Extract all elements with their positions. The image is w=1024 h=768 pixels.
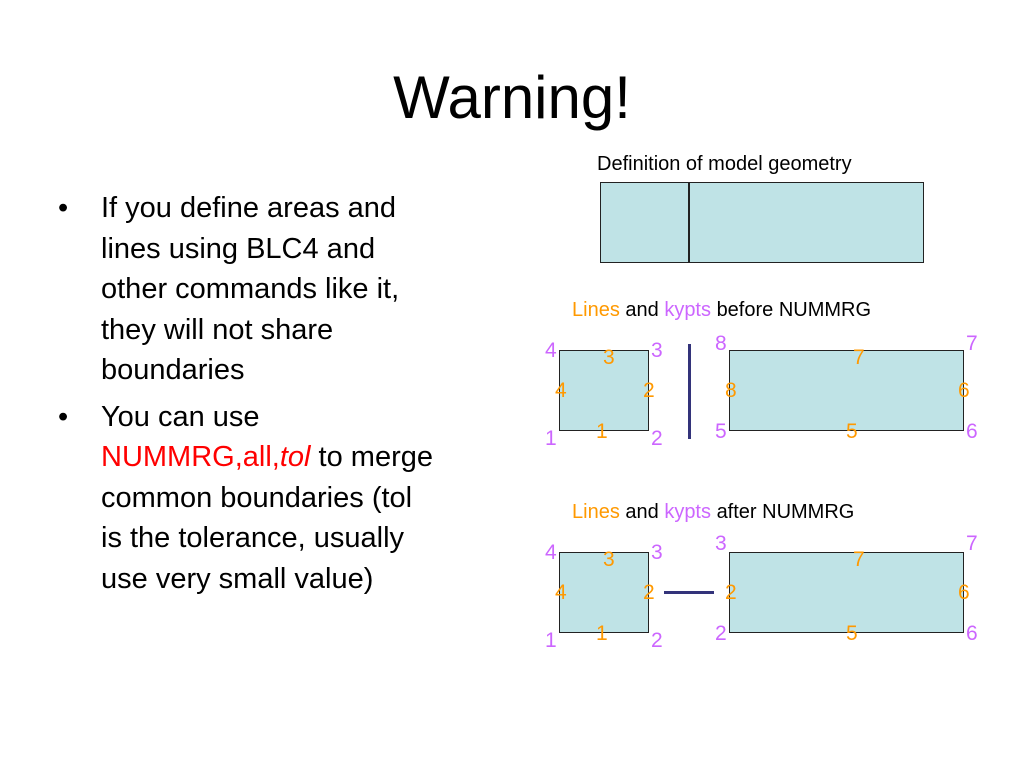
kypts-word: kypts [664, 299, 711, 321]
before-right-area [729, 350, 964, 431]
keypoint-label: 8 [715, 332, 727, 355]
kypts-word: kypts [664, 501, 711, 523]
nummrg-command: NUMMRG,all, [101, 441, 280, 473]
line-label: 1 [596, 420, 608, 443]
keypoint-label: 3 [651, 339, 663, 362]
line-label: 2 [643, 581, 655, 604]
bullet-item: If you define areas and lines using BLC4… [58, 188, 438, 391]
keypoint-label: 3 [715, 532, 727, 555]
line-label: 2 [643, 379, 655, 402]
line-label: 7 [853, 346, 865, 369]
before-gap-separator [688, 344, 691, 439]
keypoint-label: 2 [651, 427, 663, 450]
keypoint-label: 3 [651, 541, 663, 564]
bullet-list: If you define areas and lines using BLC4… [58, 188, 438, 605]
bullet-text: If you define areas and lines using BLC4… [101, 192, 400, 386]
keypoint-label: 1 [545, 427, 557, 450]
bullet-text-pre: You can use [101, 400, 260, 433]
keypoint-label: 2 [715, 622, 727, 645]
geometry-caption: Definition of model geometry [597, 153, 852, 175]
line-label: 6 [958, 581, 970, 604]
before-caption: Lines and kypts before NUMMRG [572, 298, 871, 322]
keypoint-label: 2 [651, 629, 663, 652]
caption-suffix: after NUMMRG [716, 501, 855, 523]
line-label: 2 [725, 581, 737, 604]
line-label: 8 [725, 379, 737, 402]
geometry-divider [688, 182, 690, 263]
before-left-area [559, 350, 649, 431]
after-caption: Lines and kypts after NUMMRG [572, 500, 854, 524]
line-label: 4 [555, 379, 567, 402]
line-label: 3 [603, 548, 615, 571]
after-left-area [559, 552, 649, 633]
keypoint-label: 6 [966, 622, 978, 645]
keypoint-label: 7 [966, 532, 978, 555]
line-label: 7 [853, 548, 865, 571]
line-label: 1 [596, 622, 608, 645]
lines-word: Lines [572, 299, 620, 321]
keypoint-label: 1 [545, 629, 557, 652]
tol-argument: tol [279, 441, 311, 473]
after-right-area [729, 552, 964, 633]
after-link-connector [664, 591, 714, 594]
geometry-area-box [600, 182, 924, 263]
caption-suffix: before NUMMRG [716, 299, 872, 321]
keypoint-label: 4 [545, 339, 557, 362]
keypoint-label: 6 [966, 420, 978, 443]
line-label: 5 [846, 420, 858, 443]
and-word: and [625, 501, 659, 523]
keypoint-label: 5 [715, 420, 727, 443]
keypoint-label: 7 [966, 332, 978, 355]
and-word: and [625, 299, 659, 321]
line-label: 4 [555, 581, 567, 604]
bullet-text-post: to merge common boundaries (tol is the t… [101, 441, 433, 595]
line-label: 3 [603, 346, 615, 369]
line-label: 5 [846, 622, 858, 645]
keypoint-label: 4 [545, 541, 557, 564]
lines-word: Lines [572, 501, 620, 523]
line-label: 6 [958, 379, 970, 402]
slide-title: Warning! [393, 64, 631, 131]
